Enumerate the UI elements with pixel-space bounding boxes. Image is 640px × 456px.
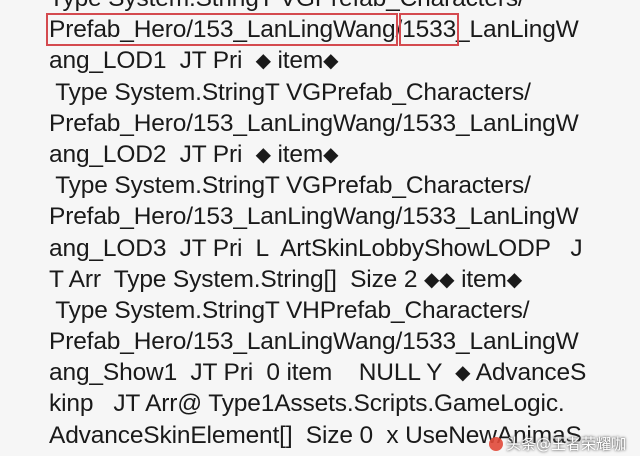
path-separator: / [395,16,403,44]
dump-line-text: AdvanceS [470,359,587,387]
dump-line: Type System.StringT VGPrefab_Characters/ [49,0,634,14]
dump-line-text: item [270,47,324,75]
dump-line: AdvanceSkinElement[] Size 0 x UseNewAnim… [49,420,634,451]
dump-line-text: ang_Show1 JT Pri 0 item NULL Y [49,359,456,387]
dump-line-text: kinp JT Arr@ Type1Assets.Scripts.GameLog… [49,390,565,418]
watermark-text: 头条@王者荣耀咖 [505,435,626,453]
dump-line: T Arr Type System.String[] Size 2 ◆◆ ite… [49,264,634,295]
watermark: 头条@王者荣耀咖 [488,433,626,454]
dump-line: ang_Show1 JT Pri 0 item NULL Y ◆ Advance… [49,357,634,388]
dump-line: Prefab_Hero/153_LanLingWang/1533_LanLing… [49,201,634,232]
dump-line: kinp JT Arr@ Type1Assets.Scripts.GameLog… [49,388,634,419]
dump-line-highlighted: Prefab_Hero/153_LanLingWang/1533_LanLing… [45,13,634,47]
dump-line: ang_LOD2 JT Pri ◆ item◆ [49,139,634,170]
dump-line-text: ang_LOD2 JT Pri [49,140,256,168]
dump-line: Type System.StringT VGPrefab_Characters/ [49,77,634,108]
dump-line-text: Prefab_Hero/153_LanLingWang/1533_LanLing… [49,203,579,231]
dump-line-text: item [270,140,324,168]
dump-line-text: Type System.StringT VGPrefab_Characters/ [49,0,525,12]
dump-line-text: AdvanceSkinElement[] Size 0 x UseNewAnim… [49,421,582,449]
replacement-char-icon: ◆◆ [423,266,455,291]
replacement-char-icon: ◆ [255,141,271,166]
dump-line-text: _LanLingW [456,16,579,44]
replacement-char-icon: ◆ [255,48,271,73]
dump-line: ang_LOD1 JT Pri ◆ item◆ [49,45,634,76]
dump-line: Prefab_Hero/153_LanLingWang/1533_LanLing… [49,326,634,357]
dump-line-text: Prefab_Hero/153_LanLingWang/1533_LanLing… [49,109,579,137]
highlight-box-path: Prefab_Hero/153_LanLingWang [45,13,399,47]
binary-dump-text: Type System.StringT VGPrefab_Characters/… [45,0,634,451]
dump-line: ang_LOD3 JT Pri L ArtSkinLobbyShowLODP J [49,233,634,264]
watermark-logo-icon [488,437,503,451]
replacement-char-icon: ◆ [323,48,339,73]
highlight-box-id: 1533 [399,13,460,47]
dump-line-text: T Arr Type System.String[] Size 2 [49,265,424,293]
replacement-char-icon: ◆ [506,266,522,291]
dump-line-text: Type System.StringT VGPrefab_Characters/ [49,172,531,200]
dump-line-text: Prefab_Hero/153_LanLingWang/1533_LanLing… [49,328,579,356]
dump-line-text: ang_LOD1 JT Pri [49,47,256,75]
dump-line-text: Type System.StringT VGPrefab_Characters/ [49,78,531,106]
dump-line: Type System.StringT VGPrefab_Characters/ [49,170,634,201]
replacement-char-icon: ◆ [455,360,471,385]
dump-line: Prefab_Hero/153_LanLingWang/1533_LanLing… [49,108,634,139]
dump-line-text: ang_LOD3 JT Pri L ArtSkinLobbyShowLODP J [49,234,583,262]
dump-line-text: Type System.StringT VHPrefab_Characters/ [49,296,530,324]
dump-line-text: item [454,265,507,293]
dump-line: Type System.StringT VHPrefab_Characters/ [49,295,634,326]
replacement-char-icon: ◆ [323,141,339,166]
